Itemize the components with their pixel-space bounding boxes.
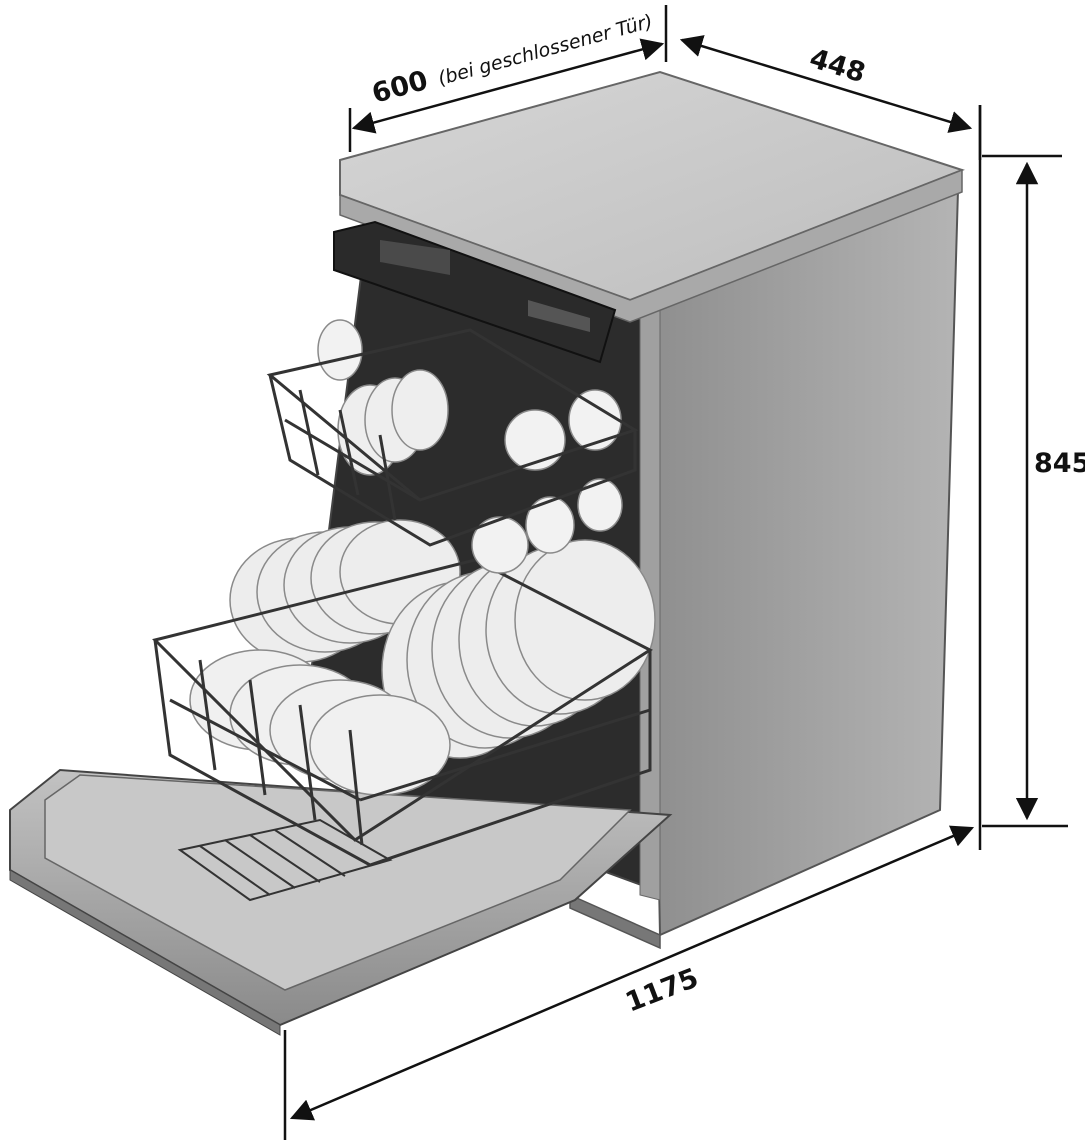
cups — [317, 319, 623, 574]
top-panel-edge — [339, 168, 963, 323]
depth-closed-value: 600 — [369, 65, 432, 110]
upper-rack-wire — [266, 328, 639, 547]
arrow-1175 — [289, 825, 975, 1121]
side-panel — [646, 188, 960, 937]
dimension-845: 845 — [978, 105, 1085, 850]
plinth — [569, 893, 661, 950]
door-edge — [9, 869, 281, 1036]
saucers — [337, 369, 449, 476]
lower-rack — [152, 519, 656, 867]
lower-rack-wire — [152, 558, 653, 867]
arrow-600 — [351, 38, 665, 134]
depth-closed-note: (bei geschlossener Tür) — [436, 10, 656, 90]
open-door — [9, 768, 673, 1036]
control-panel-display — [528, 300, 590, 332]
arrow-448 — [679, 35, 973, 133]
dimension-448: 448 — [679, 35, 982, 160]
control-panel-vent — [380, 240, 450, 275]
width-value: 448 — [806, 43, 869, 89]
height-value: 845 — [1034, 448, 1085, 479]
upper-rack — [266, 319, 639, 574]
